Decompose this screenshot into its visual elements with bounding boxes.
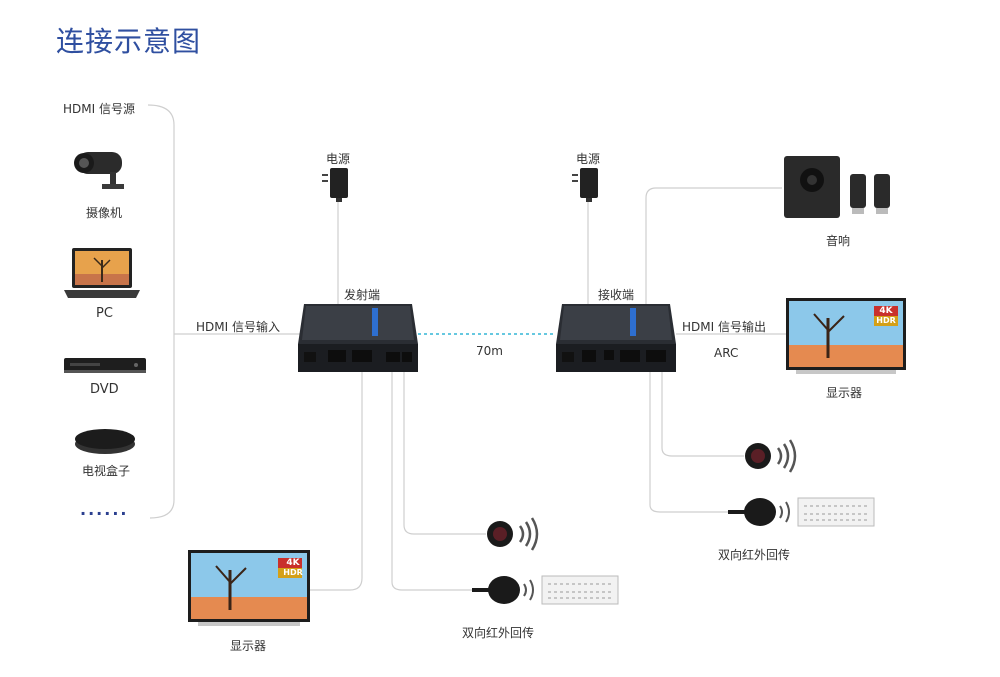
rx-ir-emitter-icon [728, 497, 875, 527]
tv-box-icon [75, 429, 135, 454]
transmitter-device [298, 304, 418, 372]
tx-ir-emitter-icon [472, 575, 619, 605]
tx-display-hdr-badge: HDR [283, 568, 303, 577]
rx-power-label: 电源 [576, 152, 601, 166]
tx-ir-label: 双向红外回传 [462, 626, 535, 640]
rx-device-label: 接收端 [598, 288, 635, 302]
hdmi-output-label: HDMI 信号输出 [682, 320, 766, 334]
receiver-device [556, 304, 676, 372]
tx-power-label: 电源 [326, 152, 351, 166]
speaker-icon [784, 156, 890, 218]
tx-device-label: 发射端 [344, 288, 381, 302]
power-adapter-icon [572, 168, 598, 202]
source-label-pc: PC [96, 306, 113, 321]
tx-display-label: 显示器 [230, 639, 267, 653]
rx-display-label: 显示器 [826, 386, 863, 400]
page-title: 连接示意图 [56, 25, 202, 58]
rx-ir-receiver-icon [745, 439, 797, 473]
source-label-tv-box: 电视盒子 [82, 464, 131, 478]
power-adapter-icon [322, 168, 348, 202]
audio-label: 音响 [826, 234, 851, 248]
rx-ir-label: 双向红外回传 [718, 548, 791, 562]
rx-display [786, 298, 906, 374]
laptop-icon [64, 248, 140, 298]
tx-ir-receiver-icon [487, 517, 539, 551]
camera-icon [74, 152, 124, 189]
tx-display-4k-badge: 4K [286, 558, 300, 568]
more-sources: ...... [80, 500, 129, 519]
arc-label: ARC [714, 346, 739, 360]
source-label-camera: 摄像机 [86, 206, 123, 220]
source-label-dvd: DVD [90, 382, 119, 397]
link-distance-label: 70m [476, 344, 503, 358]
rx-display-hdr-badge: HDR [876, 316, 896, 325]
tx-local-display [188, 550, 310, 626]
rx-display-4k-badge: 4K [879, 306, 893, 316]
dvd-player-icon [64, 358, 146, 373]
sources-heading: HDMI 信号源 [63, 102, 135, 116]
hdmi-input-label: HDMI 信号输入 [196, 320, 280, 334]
